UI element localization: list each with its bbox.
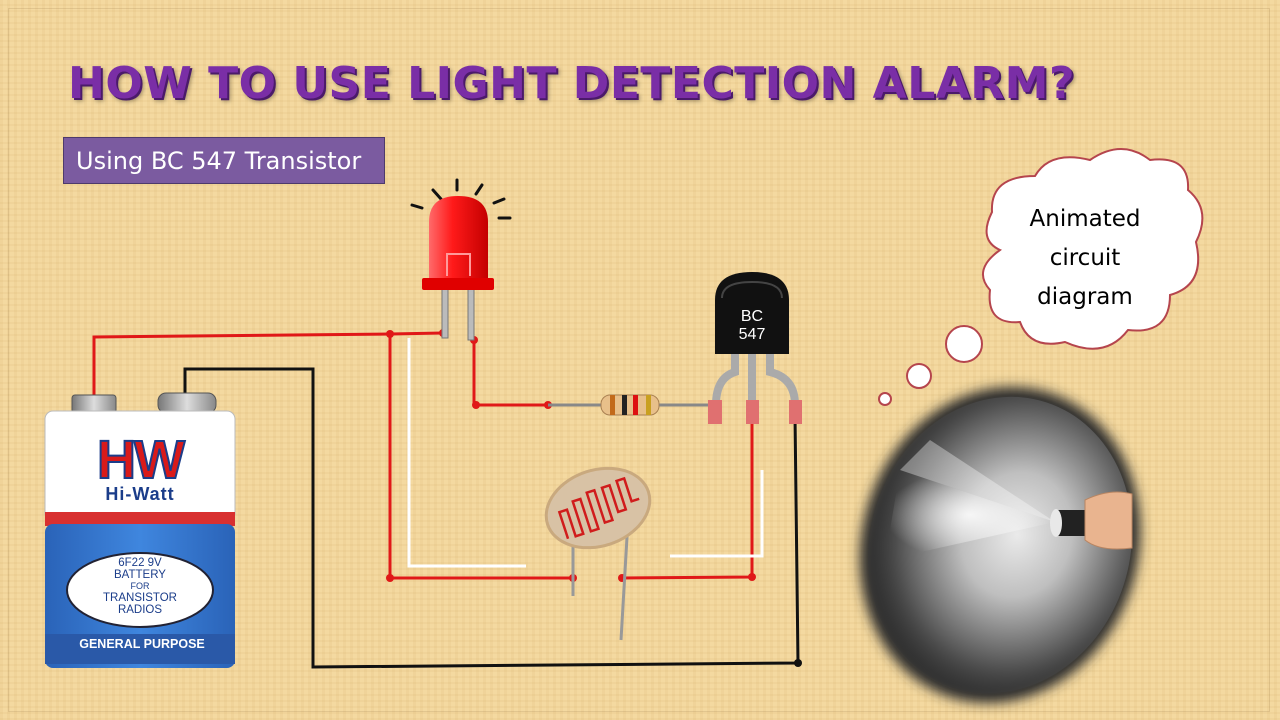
battery-label-line: BATTERY: [114, 569, 166, 581]
thought-bubble-text: Animated circuit diagram: [1005, 200, 1165, 317]
white-wire-left: [407, 338, 526, 568]
bubble-line: Animated: [1029, 206, 1141, 232]
thought-bubble-icon: [878, 148, 1204, 406]
resistor-icon: [548, 394, 716, 416]
white-wires: [407, 338, 764, 568]
junction-dot-black: [794, 659, 802, 667]
flashlight-icon: [859, 386, 1141, 704]
battery-label-line: 6F22 9V: [118, 557, 162, 569]
battery-brand: Hi-Watt: [105, 484, 174, 504]
subtitle-box: Using BC 547 Transistor: [63, 137, 385, 184]
transistor-label-line2: 547: [739, 326, 766, 343]
battery-label-line: FOR: [131, 581, 150, 591]
battery-label-line: TRANSISTOR: [103, 592, 177, 604]
transistor-label-line1: BC: [741, 308, 763, 325]
bubble-line: circuit: [1049, 245, 1121, 271]
battery-logo: HW: [97, 430, 185, 490]
led-icon: [410, 178, 512, 341]
transistor-icon: [708, 272, 802, 424]
page-title: HOW TO USE LIGHT DETECTION ALARM?: [68, 58, 1075, 109]
white-wire-right: [670, 470, 764, 558]
bubble-line: diagram: [1037, 284, 1133, 310]
ldr-icon: [544, 466, 652, 641]
led-to-resistor-wire: [472, 340, 548, 407]
slide-frame: [8, 8, 1270, 712]
battery-negative-wire: [183, 367, 800, 669]
battery-label: 6F22 9V BATTERY FOR TRANSISTOR RADIOS: [103, 557, 177, 616]
battery-icon: [44, 392, 236, 668]
positive-rail-wire: [388, 334, 573, 580]
black-wires: [183, 367, 800, 669]
battery-label-line: RADIOS: [118, 604, 162, 616]
battery-purpose: GENERAL PURPOSE: [79, 637, 205, 651]
battery-positive-wire: [92, 331, 444, 398]
